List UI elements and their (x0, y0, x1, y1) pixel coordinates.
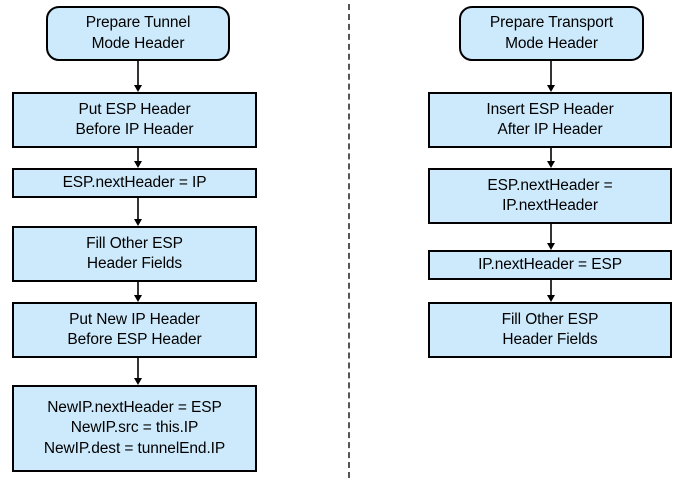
flow-arrow-tunnel-start-to-tunnel-step-1 (132, 61, 144, 92)
column-divider (348, 4, 350, 478)
flow-node-transport-step-4[interactable]: Fill Other ESP Header Fields (428, 302, 672, 358)
flow-arrow-tunnel-step-1-to-tunnel-step-2 (132, 148, 144, 168)
flow-node-tunnel-step-2[interactable]: ESP.nextHeader = IP (12, 168, 257, 198)
flow-node-transport-step-1[interactable]: Insert ESP Header After IP Header (428, 92, 672, 148)
flow-arrow-transport-step-2-to-transport-step-3 (545, 224, 557, 250)
flow-node-tunnel-step-3[interactable]: Fill Other ESP Header Fields (12, 226, 257, 282)
flow-arrow-transport-step-3-to-transport-step-4 (545, 280, 557, 302)
flow-node-tunnel-start[interactable]: Prepare Tunnel Mode Header (46, 6, 230, 61)
flow-arrow-tunnel-step-3-to-tunnel-step-4 (132, 282, 144, 302)
flow-arrow-tunnel-step-4-to-tunnel-step-5 (132, 358, 144, 385)
flow-node-transport-start[interactable]: Prepare Transport Mode Header (459, 6, 644, 61)
flow-arrow-tunnel-step-2-to-tunnel-step-3 (132, 198, 144, 226)
flow-node-tunnel-step-4[interactable]: Put New IP Header Before ESP Header (12, 302, 257, 358)
flow-arrow-transport-step-1-to-transport-step-2 (545, 148, 557, 168)
flow-arrow-transport-start-to-transport-step-1 (545, 61, 557, 92)
flow-node-transport-step-3[interactable]: IP.nextHeader = ESP (428, 250, 672, 280)
flow-node-tunnel-step-5[interactable]: NewIP.nextHeader = ESP NewIP.src = this.… (12, 385, 257, 472)
flow-node-tunnel-step-1[interactable]: Put ESP Header Before IP Header (12, 92, 257, 148)
flow-node-transport-step-2[interactable]: ESP.nextHeader = IP.nextHeader (428, 168, 672, 224)
